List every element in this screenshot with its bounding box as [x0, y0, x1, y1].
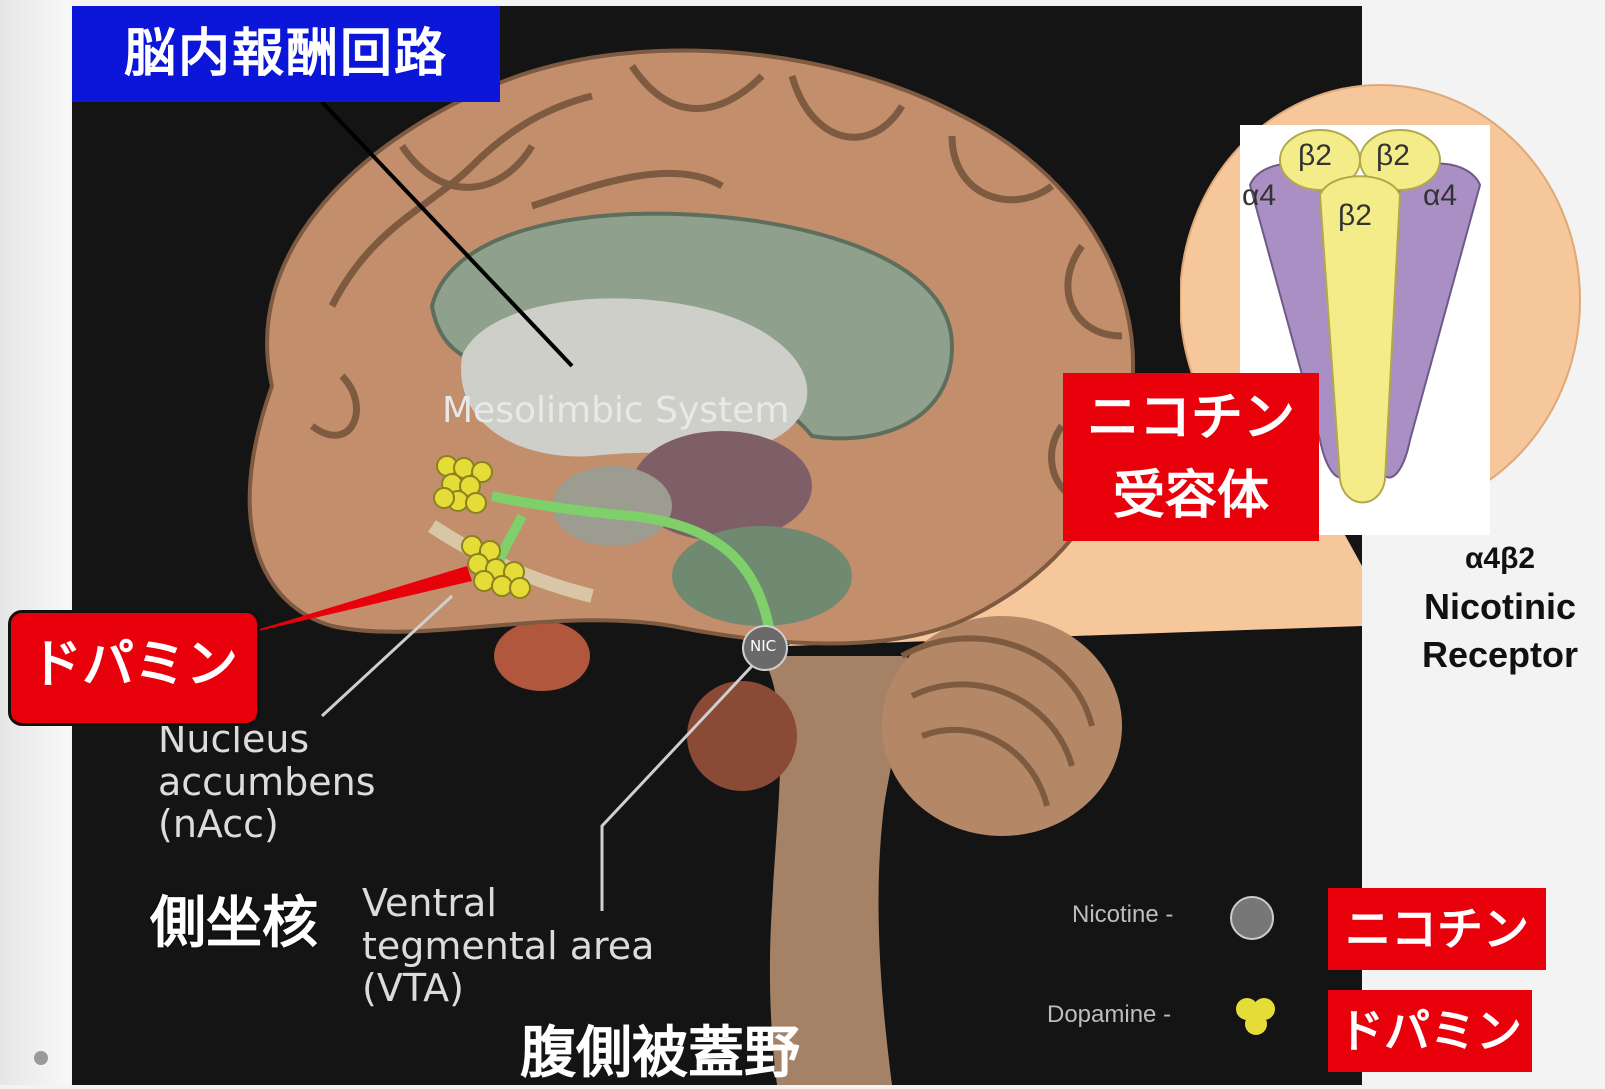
legend-nic-icon [1230, 896, 1274, 940]
subunit-label-2: β2 [1376, 139, 1410, 172]
title-box: 脳内報酬回路 [72, 6, 500, 102]
bullet-dot [34, 1051, 48, 1065]
dopamine-callout: ドパミン [8, 610, 260, 726]
legend-dopamine-jp: ドパミン [1328, 990, 1532, 1072]
nic-marker-label: NIC [750, 638, 776, 655]
legend-nicotine-label: Nicotine - [1072, 901, 1173, 929]
subunit-label-3: α4 [1242, 179, 1276, 212]
legend-dopamine-icon [1232, 991, 1282, 1041]
nicotine-receptor-callout: ニコチン受容体 [1063, 373, 1319, 541]
nacc-japanese-label: 側坐核 [150, 878, 318, 959]
legend-dopamine-label: Dopamine - [1047, 1001, 1171, 1029]
subunit-label-5: α4 [1423, 179, 1457, 212]
legend-nicotine-jp: ニコチン [1328, 888, 1546, 970]
subunit-label-1: β2 [1298, 139, 1332, 172]
mesolimbic-system-label: Mesolimbic System [442, 391, 789, 431]
slide-left-strip [0, 0, 70, 1085]
subunit-label-4: β2 [1338, 199, 1372, 232]
vta-japanese-label: 腹側被蓋野 [520, 1008, 800, 1089]
